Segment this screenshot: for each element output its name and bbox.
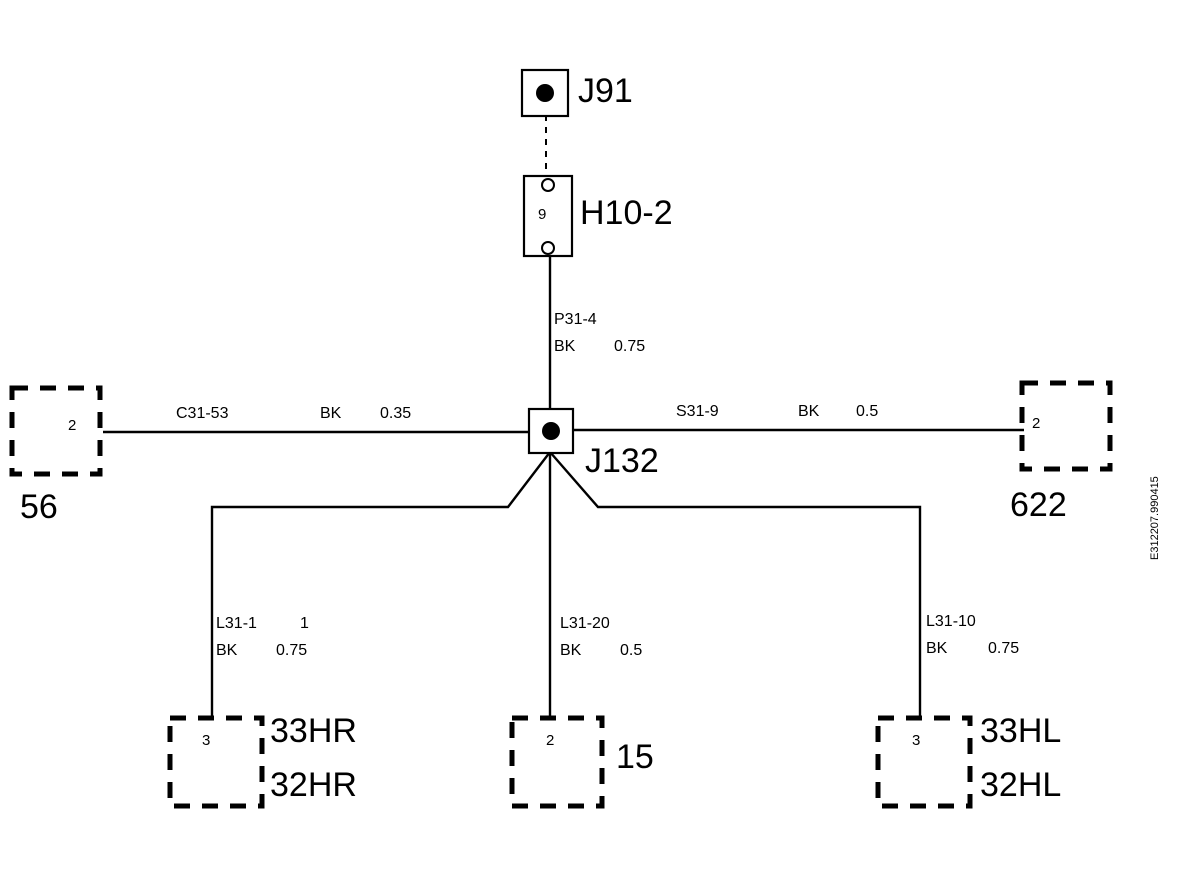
- c33hl-label: 33HL: [980, 712, 1061, 750]
- connector-56: 2 56: [9, 385, 103, 526]
- splice-j132: J132: [527, 407, 659, 480]
- reference-code: E312207.990415: [1149, 476, 1161, 560]
- c33hl-pin: 3: [912, 732, 920, 749]
- l31-1-extra: 1: [300, 615, 309, 632]
- l31-1-id: L31-1: [216, 615, 257, 632]
- connector-h10-2: 9 H10-2: [522, 174, 673, 258]
- c622-pin: 2: [1032, 415, 1040, 432]
- c56-pin: 2: [68, 417, 76, 434]
- p31-4-size: 0.75: [614, 338, 645, 355]
- c56-label: 56: [20, 488, 58, 526]
- c32hl-label: 32HL: [980, 766, 1061, 804]
- p31-4-id: P31-4: [554, 311, 597, 328]
- c32hr-label: 32HR: [270, 766, 357, 804]
- l31-20-size: 0.5: [620, 642, 642, 659]
- c33hr-pin: 3: [202, 732, 210, 749]
- l31-10-color: BK: [926, 640, 948, 657]
- wire-l31-10: [549, 451, 922, 720]
- h10-2-pin: 9: [538, 206, 546, 223]
- p31-4-color: BK: [554, 338, 576, 355]
- j91-label: J91: [578, 72, 633, 110]
- s31-9-id: S31-9: [676, 403, 719, 420]
- c31-53-color: BK: [320, 405, 342, 422]
- c31-53-size: 0.35: [380, 405, 411, 422]
- l31-1-color: BK: [216, 642, 238, 659]
- s31-9-color: BK: [798, 403, 820, 420]
- c622-label: 622: [1010, 486, 1067, 524]
- h10-2-label: H10-2: [580, 194, 673, 232]
- l31-10-size: 0.75: [988, 640, 1019, 657]
- connector-33hr: 3 33HR 32HR: [167, 712, 357, 809]
- connector-622: 2 622: [1010, 380, 1113, 524]
- l31-1-size: 0.75: [276, 642, 307, 659]
- c33hr-label: 33HR: [270, 712, 357, 750]
- connector-15: 2 15: [509, 715, 654, 809]
- l31-20-id: L31-20: [560, 615, 610, 632]
- c15-pin: 2: [546, 732, 554, 749]
- wire-l31-1: [210, 451, 551, 720]
- connector-j91: J91: [520, 68, 633, 118]
- s31-9-size: 0.5: [856, 403, 878, 420]
- c15-label: 15: [616, 738, 654, 776]
- l31-20-color: BK: [560, 642, 582, 659]
- c31-53-id: C31-53: [176, 405, 229, 422]
- connector-33hl: 3 33HL 32HL: [875, 712, 1061, 809]
- l31-10-id: L31-10: [926, 613, 976, 630]
- j132-label: J132: [585, 442, 659, 480]
